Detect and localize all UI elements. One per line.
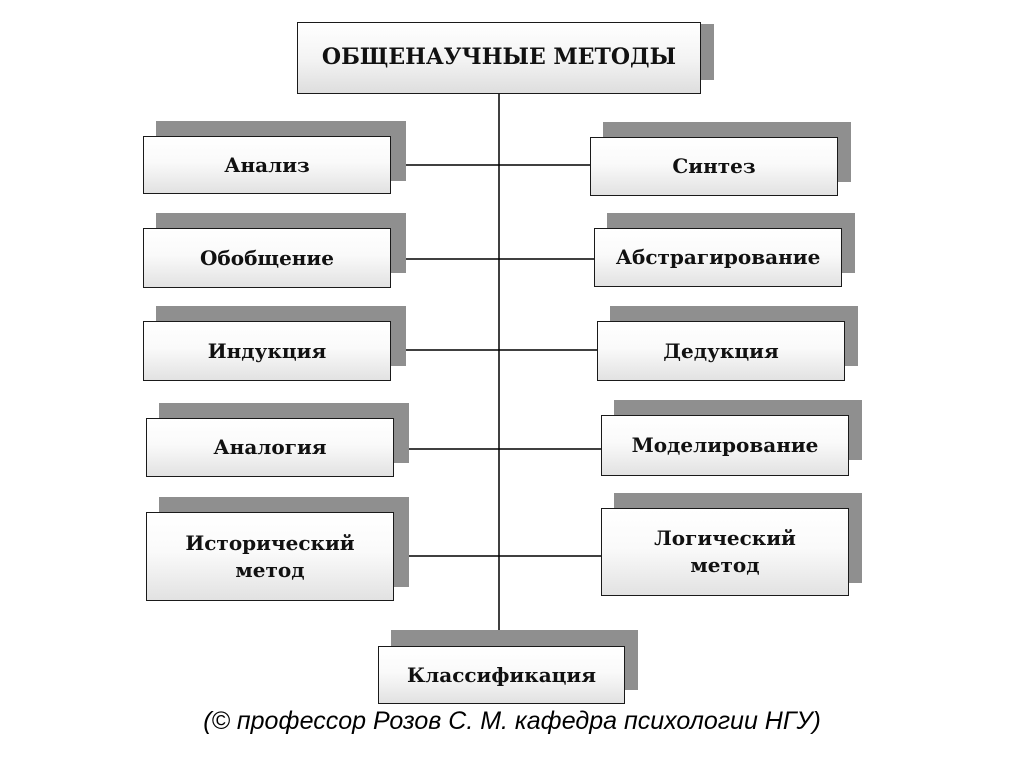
caption-credit: (© профессор Розов С. М. кафедра психоло… xyxy=(203,707,821,735)
method-label: Обобщение xyxy=(199,245,334,270)
method-label: Исторический метод xyxy=(185,530,355,582)
method-box-analogy: Аналогия xyxy=(146,418,394,477)
method-label: Анализ xyxy=(224,152,310,177)
method-box-induction: Индукция xyxy=(143,321,391,381)
method-label: Дедукция xyxy=(663,338,779,363)
method-box-logical: Логический метод xyxy=(601,508,849,596)
method-label: Классификация xyxy=(406,662,597,687)
title-label: ОБЩЕНАУЧНЫЕ МЕТОДЫ xyxy=(321,44,677,71)
method-box-historical: Исторический метод xyxy=(146,512,394,601)
method-box-modeling: Моделирование xyxy=(601,415,849,476)
method-label: Синтез xyxy=(672,154,756,178)
method-label: Моделирование xyxy=(631,433,819,457)
method-box-analysis: Анализ xyxy=(143,136,391,194)
method-box-generalization: Обобщение xyxy=(143,228,391,288)
method-label: Аналогия xyxy=(213,435,327,459)
method-label: Логический метод xyxy=(654,526,796,577)
method-box-classification: Классификация xyxy=(378,646,625,704)
title-box: ОБЩЕНАУЧНЫЕ МЕТОДЫ xyxy=(297,22,701,94)
method-label: Абстрагирование xyxy=(615,245,821,269)
method-box-deduction: Дедукция xyxy=(597,321,845,381)
method-box-synthesis: Синтез xyxy=(590,137,838,196)
method-label: Индукция xyxy=(207,338,327,363)
method-box-abstraction: Абстрагирование xyxy=(594,228,842,287)
